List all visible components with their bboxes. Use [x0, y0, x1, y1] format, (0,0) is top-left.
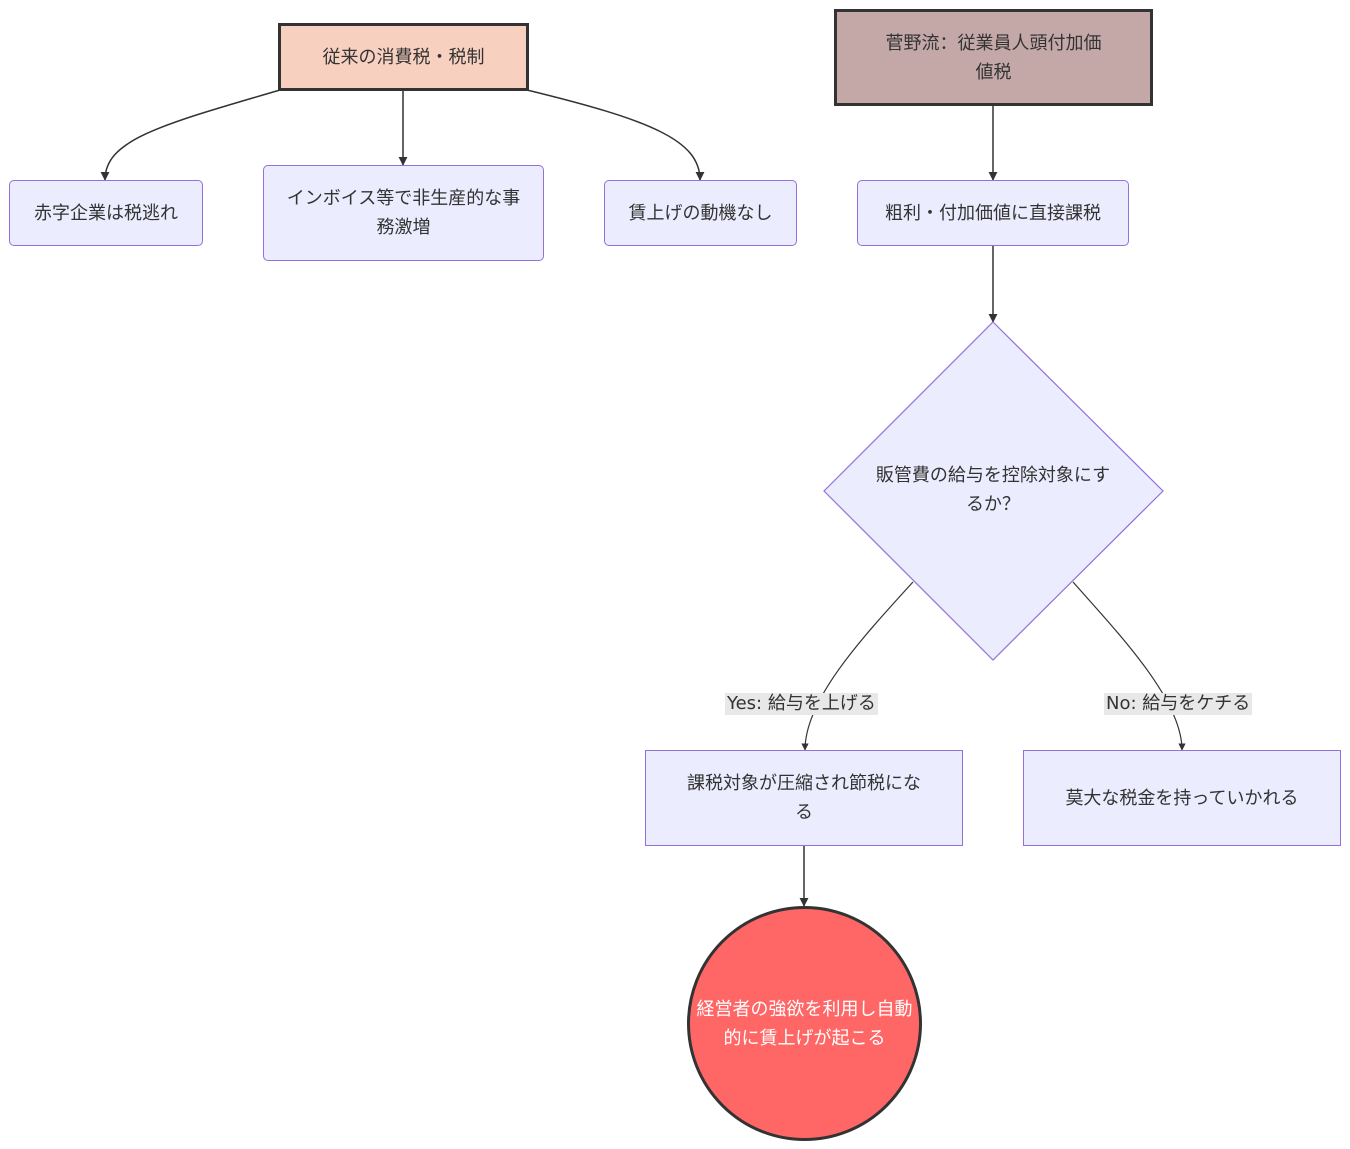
edge-decision-yes — [801, 581, 914, 751]
node-tax-saving: 課税対象が圧縮され節税になる — [645, 750, 963, 846]
node-direct-tax: 粗利・付加価値に直接課税 — [857, 180, 1129, 246]
node-deficit-evasion: 赤字企業は税逃れ — [9, 180, 203, 246]
node-sugano-tax: 菅野流：従業員人頭付加価値税 — [834, 9, 1153, 106]
node-outcome: 経営者の強欲を利用し自動的に賃上げが起こる — [687, 906, 922, 1141]
node-invoice-burden-label: インボイス等で非生産的な事務激増 — [286, 188, 521, 238]
edge-label-yes: Yes: 給与を上げる — [725, 693, 878, 715]
edge-label-no: No: 給与をケチる — [1104, 693, 1253, 715]
node-huge-tax: 莫大な税金を持っていかれる — [1023, 750, 1341, 846]
node-traditional-tax: 従来の消費税・税制 — [278, 23, 529, 91]
node-direct-tax-label: 粗利・付加価値に直接課税 — [885, 202, 1101, 224]
node-huge-tax-label: 莫大な税金を持っていかれる — [1065, 787, 1299, 809]
node-invoice-burden: インボイス等で非生産的な事務激増 — [263, 165, 544, 261]
edge-traditional-nomotive — [526, 89, 705, 181]
node-decision-label: 販管費の給与を控除対象にするか？ — [875, 465, 1111, 515]
node-sugano-tax-label: 菅野流：従業員人頭付加価値税 — [885, 32, 1102, 83]
node-no-wage-motive: 賃上げの動機なし — [604, 180, 797, 246]
node-outcome-label: 経営者の強欲を利用し自動的に賃上げが起こる — [696, 998, 913, 1049]
node-no-wage-motive-label: 賃上げの動機なし — [628, 202, 773, 224]
edge-decision-no — [1072, 581, 1186, 751]
node-deficit-evasion-label: 赤字企業は税逃れ — [34, 202, 178, 224]
edge-traditional-deficit — [100, 89, 281, 181]
decision-diamond — [823, 321, 1164, 661]
node-traditional-tax-label: 従来の消費税・税制 — [322, 46, 485, 68]
node-tax-saving-label: 課税対象が圧縮され節税になる — [687, 773, 921, 823]
